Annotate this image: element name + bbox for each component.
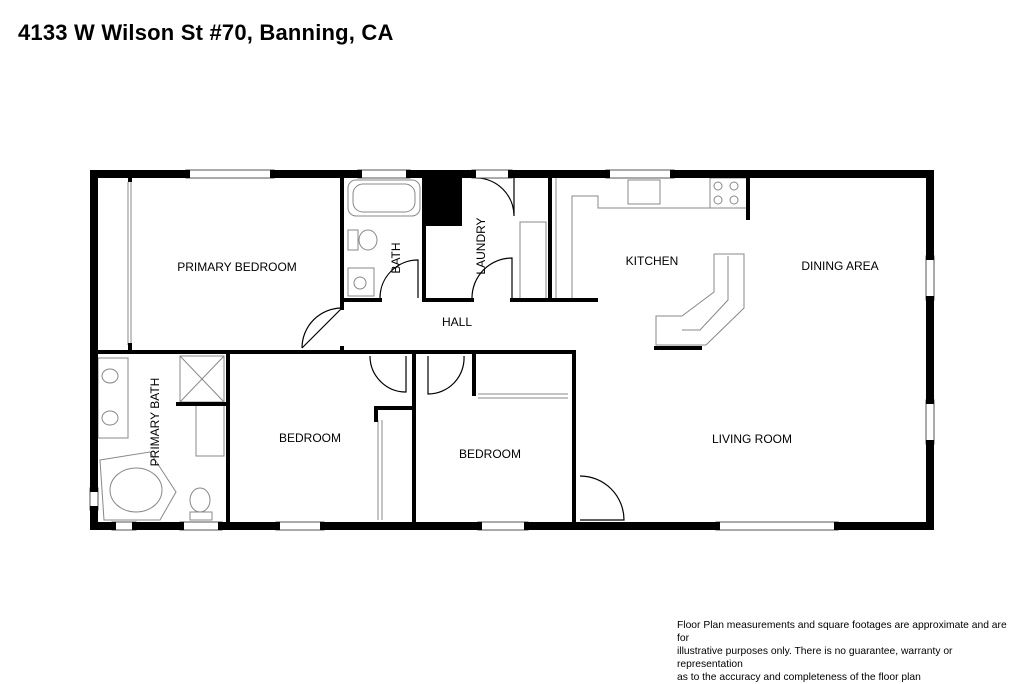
door-swings — [301, 177, 625, 521]
disclaimer-line-3: as to the accuracy and completeness of t… — [677, 672, 921, 683]
disclaimer-line-2: illustrative purposes only. There is no … — [677, 646, 953, 670]
address-title: 4133 W Wilson St #70, Banning, CA — [18, 20, 394, 45]
label-bedroom-2: BEDROOM — [459, 447, 521, 461]
label-bath: BATH — [389, 242, 403, 273]
fixtures — [97, 177, 749, 521]
walls — [90, 170, 934, 530]
label-hall: HALL — [442, 315, 472, 329]
label-laundry: LAUNDRY — [474, 217, 488, 274]
label-primary-bedroom: PRIMARY BEDROOM — [177, 260, 297, 274]
label-primary-bath: PRIMARY BATH — [148, 378, 162, 467]
label-dining-area: DINING AREA — [801, 259, 878, 273]
label-kitchen: KITCHEN — [626, 254, 679, 268]
floor-plan-disclaimer: Floor Plan measurements and square foota… — [677, 619, 1017, 684]
label-living-room: LIVING ROOM — [712, 432, 792, 446]
label-bedroom-1: BEDROOM — [279, 431, 341, 445]
disclaimer-line-1: Floor Plan measurements and square foota… — [677, 620, 1007, 644]
